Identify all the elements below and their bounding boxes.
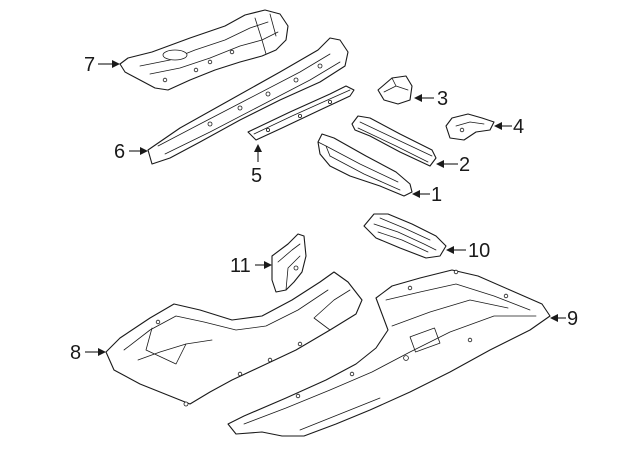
callout-1: 1 [412,184,442,206]
part-10-pad[interactable] [363,213,447,259]
callout-11: 11 [230,255,272,277]
part-11-shield[interactable] [271,233,307,293]
part-7-rail[interactable] [119,9,289,91]
callout-label-4: 4 [513,116,524,138]
part-9-floor-panel[interactable] [227,269,551,437]
callout-2: 2 [436,154,470,176]
part-5-reinforcement[interactable] [247,85,355,141]
callout-label-3: 3 [437,88,448,110]
callout-label-2: 2 [459,154,470,176]
callout-9: 9 [550,308,578,330]
callout-8: 8 [70,342,106,364]
part-2-crossmember[interactable] [351,115,437,167]
part-8-floor-panel[interactable] [105,271,363,407]
callout-label-7: 7 [84,54,95,76]
callout-6: 6 [114,141,148,163]
part-4-bracket[interactable] [445,113,495,141]
callout-label-10: 10 [468,240,490,262]
callout-label-6: 6 [114,141,125,163]
callout-3: 3 [414,88,448,110]
callout-label-11: 11 [230,255,251,277]
callout-10: 10 [446,240,490,262]
callout-label-5: 5 [251,165,262,187]
callout-5: 5 [251,144,262,187]
callout-7: 7 [84,54,120,76]
callout-label-9: 9 [567,308,578,330]
callout-label-1: 1 [431,184,442,206]
part-6-rail[interactable] [147,37,349,165]
callout-label-8: 8 [70,342,81,364]
part-3-bracket[interactable] [377,75,413,105]
part-1-crossmember[interactable] [317,133,413,197]
callout-4: 4 [494,116,524,138]
